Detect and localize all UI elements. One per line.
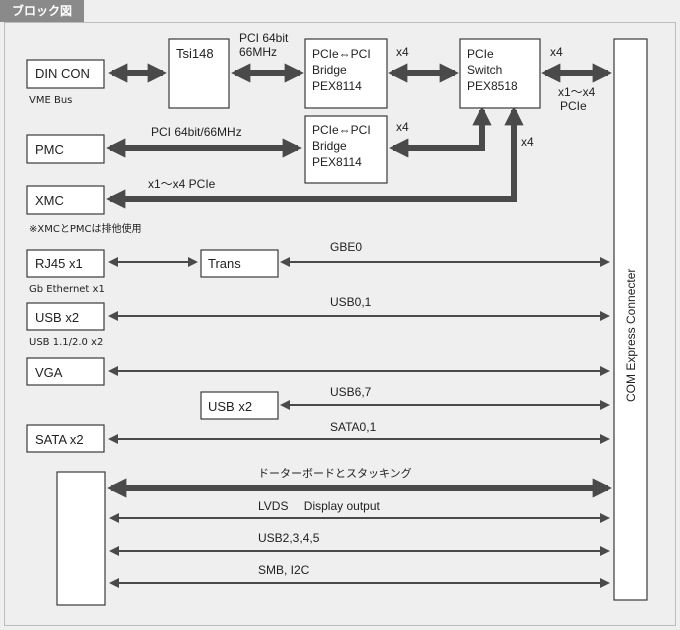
sata01-label: SATA0,1 [330, 420, 377, 434]
daughter-board-box [56, 471, 106, 606]
xmc-box [26, 185, 105, 215]
gbe0-label: GBE0 [330, 240, 362, 254]
bridge2-box [304, 115, 388, 184]
x4-switch-out-label: x4 [550, 45, 563, 59]
x4-bridge1-label: x4 [396, 45, 409, 59]
usb67-label: USB6,7 [330, 385, 372, 399]
tsi148-box [168, 38, 230, 109]
usb-a-box [26, 302, 105, 331]
bridge1-line3: PEX8114 [312, 79, 362, 93]
switch-line3: PEX8518 [467, 79, 518, 93]
switch-line2: Switch [467, 63, 502, 77]
sata-label: SATA x2 [35, 432, 84, 447]
pmc-box [26, 134, 105, 164]
xmc-switch-arrow [106, 106, 524, 209]
pcie-label: PCIe [560, 99, 587, 113]
bridge2-line1: PCIe⇔PCI [312, 123, 371, 137]
x4-xmc-label: x4 [521, 135, 534, 149]
vga-box [26, 357, 105, 386]
switch-line1: PCIe [467, 47, 494, 61]
xmc-bus-label: x1～x4 PCIe [148, 177, 216, 191]
lvds-label: LVDS Display output [258, 499, 381, 513]
tsi148-label: Tsi148 [176, 46, 214, 61]
usb01-label: USB0,1 [330, 295, 372, 309]
trans-label: Trans [208, 256, 241, 271]
bridge2-line2: Bridge [312, 139, 347, 153]
pci-66mhz-label: 66MHz [239, 45, 277, 59]
pmc-label: PMC [35, 142, 64, 157]
bridge2-line3: PEX8114 [312, 155, 362, 169]
rj45-box [26, 249, 105, 278]
vga-label: VGA [35, 365, 63, 380]
pcie-width-label: x1～x4 [558, 85, 596, 99]
trans-box [200, 249, 279, 278]
sata-box [26, 424, 105, 453]
pcie-switch-box [459, 38, 541, 109]
din-con-box [26, 59, 105, 89]
pci-64bit-label: PCI 64bit [239, 31, 289, 45]
usb-a-label: USB x2 [35, 310, 79, 325]
pmc-bus-label: PCI 64bit/66MHz [151, 125, 242, 139]
bridge1-line1: PCIe⇔PCI [312, 47, 371, 61]
usb-b-box [200, 391, 279, 420]
com-express-label: COM Express Connecter [624, 269, 638, 402]
rj45-label: RJ45 x1 [35, 256, 83, 271]
stacking-label: ドーターボードとスタッキング [258, 466, 412, 480]
usb-b-label: USB x2 [208, 399, 252, 414]
x4-bridge2-label: x4 [396, 120, 409, 134]
gb-ethernet-caption: Gb Ethernet x1 [29, 284, 105, 295]
din-con-label: DIN CON [35, 66, 90, 81]
com-express-box [613, 38, 648, 601]
usb2345-label: USB2,3,4,5 [258, 531, 320, 545]
bridge1-line2: Bridge [312, 63, 347, 77]
vme-bus-caption: VME Bus [29, 95, 72, 106]
bridge1-box [304, 38, 388, 109]
diagram-title-tab: ブロック図 [0, 0, 84, 22]
smb-i2c-label: SMB, I2C [258, 563, 310, 577]
usb-version-caption: USB 1.1/2.0 x2 [29, 337, 103, 348]
exclusive-use-note: ※XMCとPMCは排他使用 [29, 222, 141, 235]
xmc-label: XMC [35, 193, 64, 208]
